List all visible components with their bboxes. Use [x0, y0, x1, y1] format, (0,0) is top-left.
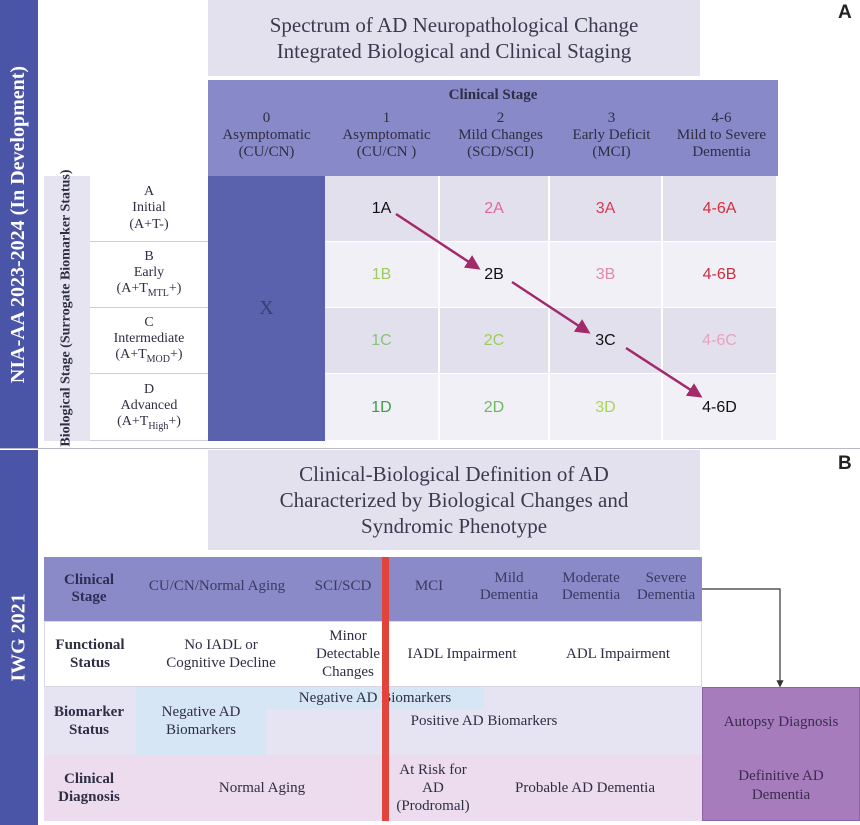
stage-num: 2	[496, 110, 505, 126]
bio-name: Early	[133, 265, 165, 281]
bio-formula: (A+T-)	[129, 216, 169, 232]
panel-label-b: B	[838, 453, 852, 474]
stage-label: Early Deficit (MCI)	[572, 126, 651, 160]
stage-header-3: 3 Early Deficit (MCI)	[553, 110, 670, 161]
stage-cu-cn: CU/CN/Normal Aging	[148, 578, 286, 595]
negative-biomarkers: Negative AD Biomarkers	[161, 704, 241, 738]
stage-label: Asymptomatic (CU/CN)	[222, 126, 311, 160]
progression-arrows	[395, 212, 703, 398]
clinical-diagnosis-row-bg: Clinical Diagnosis Normal Aging At Risk …	[44, 755, 702, 821]
bio-letter: B	[144, 249, 154, 265]
grid-cell: 2B	[440, 242, 550, 308]
part-a-title: Spectrum of AD Neuropathological Change …	[208, 0, 700, 76]
stage-label: Asymptomatic (CU/CN )	[342, 126, 431, 160]
no-iadl-decline: No IADL or Cognitive Decline	[166, 637, 276, 671]
stage-num: 0	[262, 110, 271, 126]
stage-header-2: 2 Mild Changes (SCD/SCI)	[442, 110, 559, 161]
bio-letter: C	[144, 315, 154, 331]
stage-label: Mild Changes (SCD/SCI)	[458, 126, 543, 160]
stage-severe-dementia: Severe Dementia	[636, 569, 696, 603]
clinical-stage-row-label: Clinical Stage	[63, 571, 114, 605]
clinical-diagnosis-label: Clinical Diagnosis	[58, 771, 120, 805]
minor-detectable-changes: Minor Detectable Changes	[315, 628, 381, 680]
section-divider	[0, 448, 860, 449]
bio-row-d: D Advanced (A+THigh+)	[90, 374, 208, 441]
grid-cell: 2D	[440, 374, 550, 441]
grid-cell: 3B	[550, 242, 663, 308]
grid-cell: 3C	[550, 308, 663, 374]
grid-cell: 4-6C	[663, 308, 778, 374]
arrow-3c-4d	[625, 346, 703, 398]
grid-cell: 4-6D	[663, 374, 778, 441]
bio-name: Initial	[132, 200, 166, 216]
grid-cell: 1C	[325, 308, 440, 374]
stage-0-column: X	[208, 176, 325, 441]
iwg-band: IWG 2021	[0, 450, 38, 825]
autopsy-diagnosis: Autopsy Diagnosis	[723, 713, 839, 730]
grid-cell: 3A	[550, 176, 663, 242]
autopsy-box: Autopsy Diagnosis Definitive AD Dementia	[702, 687, 860, 821]
grid-cell: 4-6A	[663, 176, 778, 242]
nia-aa-band: NIA-AA 2023-2024 (In Development)	[0, 0, 38, 448]
biological-stage-band: Biological Stage (Surrogate Biomarker St…	[44, 170, 90, 447]
red-divider-line	[382, 557, 389, 821]
definitive-ad-dementia: Definitive AD Dementia	[738, 768, 824, 803]
stage-label: Mild to Severe Dementia	[676, 126, 767, 160]
probable-ad-dementia: Probable AD Dementia	[515, 780, 655, 796]
bio-formula: (A+TMTL+)	[116, 281, 182, 300]
normal-aging: Normal Aging	[218, 780, 306, 796]
bio-formula: (A+TMOD+)	[115, 347, 183, 366]
at-risk-prodromal: At Risk for AD (Prodromal)	[396, 762, 470, 814]
iadl-impairment: IADL Impairment	[407, 646, 517, 662]
stage-mci: MCI	[414, 578, 444, 595]
bio-row-c: C Intermediate (A+TMOD+)	[90, 308, 208, 374]
grid-cell: 4-6B	[663, 242, 778, 308]
connector-line	[702, 588, 784, 688]
bio-formula: (A+THigh+)	[117, 413, 181, 432]
stage-moderate-dementia: Moderate Dementia	[561, 569, 621, 603]
bio-name: Advanced	[120, 397, 178, 413]
functional-status-row: Functional Status No IADL or Cognitive D…	[44, 621, 702, 687]
bio-letter: D	[143, 381, 155, 397]
arrow-1a-2b	[395, 212, 481, 270]
grid-cell: 1B	[325, 242, 440, 308]
arrow-2b-3c	[511, 280, 591, 334]
clinical-stage-row: Clinical Stage CU/CN/Normal Aging SCI/SC…	[44, 557, 702, 621]
stage-num: 4-6	[711, 110, 732, 126]
x-mark: X	[259, 297, 274, 319]
biomarker-status-label: Biomarker Status	[54, 704, 124, 738]
bio-row-a: A Initial (A+T-)	[90, 176, 208, 242]
positive-biomarkers: Positive AD Biomarkers	[410, 713, 558, 729]
stage-header-0: 0 Asymptomatic (CU/CN)	[208, 110, 325, 161]
grid-cell: 2A	[440, 176, 550, 242]
clinical-stage-title: Clinical Stage	[448, 86, 538, 103]
bio-letter: A	[143, 184, 155, 200]
bio-row-b: B Early (A+TMTL+)	[90, 242, 208, 308]
stage-header-4: 4-6 Mild to Severe Dementia	[665, 110, 778, 161]
stage-num: 1	[382, 110, 391, 126]
panel-label-a: A	[838, 2, 852, 23]
part-b-title: Clinical-Biological Definition of AD Cha…	[208, 450, 700, 550]
functional-status-label: Functional Status	[55, 637, 125, 671]
bio-name: Intermediate	[113, 331, 185, 347]
stage-sci-scd: SCI/SCD	[314, 578, 372, 595]
adl-impairment: ADL Impairment	[566, 646, 670, 662]
grid-cell: 1D	[325, 374, 440, 441]
negative-biomarker-strip	[266, 687, 484, 709]
stage-header-1: 1 Asymptomatic (CU/CN )	[328, 110, 445, 161]
negative-biomarkers-wide: Negative AD Biomarkers	[298, 690, 452, 706]
grid-cell: 2C	[440, 308, 550, 374]
negative-biomarker-box	[136, 687, 266, 755]
biomarker-status-row: Biomarker Status Negative AD Biomarkers …	[44, 687, 702, 755]
stage-mild-dementia: Mild Dementia	[479, 569, 539, 603]
grid-cell: 3D	[550, 374, 663, 441]
stage-num: 3	[607, 110, 616, 126]
grid-cell: 1A	[325, 176, 440, 242]
clinical-stage-header: Clinical Stage 0 Asymptomatic (CU/CN) 1 …	[208, 80, 778, 176]
